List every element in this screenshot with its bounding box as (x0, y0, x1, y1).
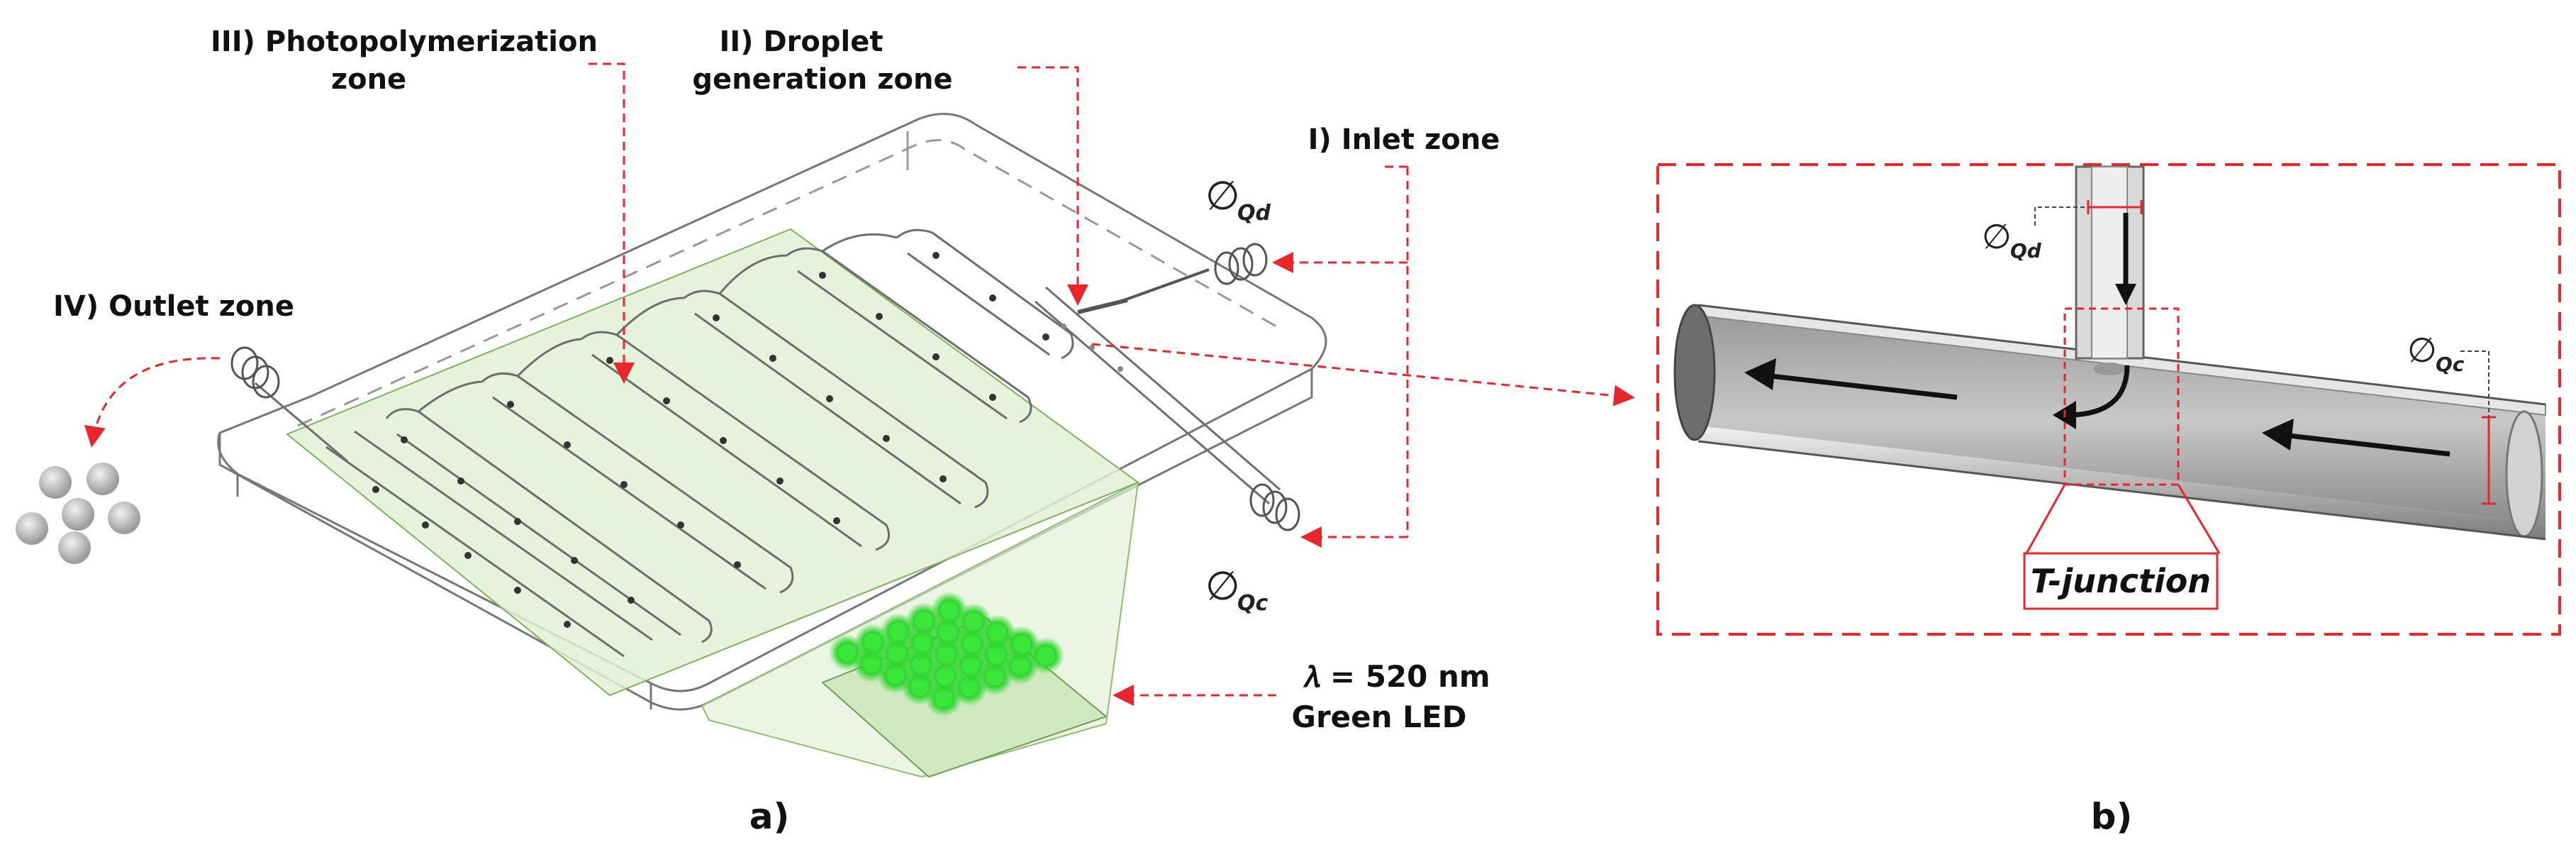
inlet-connector-qc (1249, 483, 1300, 531)
zone-callout-lines (84, 62, 1635, 706)
led (965, 613, 982, 630)
panel-label-b: b) (2091, 796, 2133, 837)
photopolymerization-area (286, 228, 1140, 697)
label-led-name: Green LED (1292, 700, 1467, 734)
label-phi-qc-b: ∅ Qc (2407, 331, 2465, 376)
leader-lines (2034, 206, 2489, 417)
label-phi-qc-a: ∅ Qc (1205, 563, 1269, 616)
panel-b-t-junction: T-junction ∅ Qd ∅ Qc b) (1656, 163, 2561, 837)
label-t-junction: T-junction (2031, 562, 2211, 600)
dispersed-channel (2075, 165, 2145, 375)
label-inlet-zone: I) Inlet zone (1308, 123, 1500, 156)
label-droplet-line1: II) Droplet (720, 26, 883, 58)
qc-subscript: Qc (1237, 591, 1269, 616)
qc-subscript: Qc (2436, 353, 2465, 376)
phi-symbol: ∅ (1205, 173, 1240, 219)
label-photopolymerization-line2: zone (331, 63, 406, 96)
green-led-array (821, 592, 1108, 778)
phi-symbol: ∅ (1205, 563, 1240, 609)
inlet-connector-qd (1077, 243, 1268, 314)
led (839, 644, 856, 661)
serpentine-channels (255, 228, 1281, 658)
label-phi-qd-a: ∅ Qd (1205, 173, 1271, 226)
phi-symbol: ∅ (1982, 217, 2012, 257)
led (989, 624, 1006, 641)
label-outlet-zone: IV) Outlet zone (53, 290, 294, 323)
led (915, 612, 932, 629)
main-channel (1673, 304, 2546, 541)
led (890, 623, 907, 640)
qd-subscript: Qd (2010, 239, 2042, 263)
panel-label-a: a) (749, 796, 790, 837)
led (864, 634, 881, 651)
t-junction-zoom (2023, 307, 2221, 610)
detail-frame (1656, 163, 2561, 636)
outlet-connector (230, 346, 280, 399)
label-photopolymerization-line1: III) Photopolymerization (211, 26, 598, 58)
droplets (372, 252, 1123, 628)
label-led-wavelength: 𝜆 = 520 nm (1303, 659, 1490, 694)
panel-a-microfluidic-chip: III) Photopolymerization zone II) Drople… (16, 26, 1635, 837)
label-phi-qd-b: ∅ Qd (1982, 217, 2042, 263)
polymer-beads (16, 463, 140, 564)
qd-subscript: Qd (1237, 201, 1271, 226)
phi-symbol: ∅ (2407, 331, 2437, 370)
flow-arrows (1744, 213, 2450, 457)
label-droplet-line2: generation zone (692, 63, 952, 96)
led (1037, 647, 1054, 664)
led (1013, 636, 1030, 653)
led (941, 602, 958, 619)
